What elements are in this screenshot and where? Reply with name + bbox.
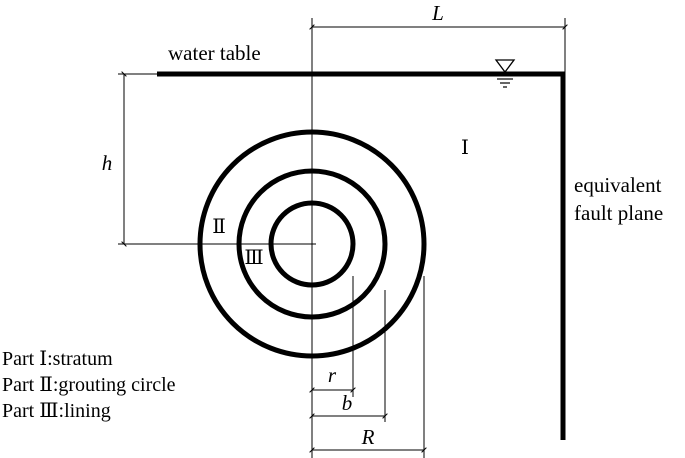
R-label: R <box>361 425 375 449</box>
b-label: b <box>342 391 353 415</box>
legend-item-part2: Part Ⅱ:grouting circle <box>2 372 176 398</box>
outer-grouting-circle <box>197 129 427 359</box>
region-3-label: Ⅲ <box>244 247 263 269</box>
legend-part-label: Part Ⅰ <box>2 348 48 370</box>
region-1-label: Ⅰ <box>461 137 469 159</box>
legend-item-part1: Part Ⅰ:stratum <box>2 346 176 372</box>
L-label: L <box>431 1 444 25</box>
r-label: r <box>328 363 337 387</box>
legend-part-desc: :lining <box>58 400 111 422</box>
legend-item-part3: Part Ⅲ:lining <box>2 398 176 424</box>
legend-part-desc: :stratum <box>47 348 113 370</box>
fault-plane-label-2: fault plane <box>574 201 663 225</box>
legend-part-desc: :grouting circle <box>52 374 176 396</box>
fault-plane-label-1: equivalent <box>574 173 662 197</box>
legend: Part Ⅰ:stratum Part Ⅱ:grouting circle Pa… <box>2 346 176 424</box>
legend-part-label: Part Ⅲ <box>2 400 59 422</box>
h-label: h <box>102 151 113 175</box>
lining-outer-circle <box>236 168 388 320</box>
lining-inner-circle <box>268 200 356 288</box>
region-2-label: Ⅱ <box>212 216 226 238</box>
water-table-label: water table <box>168 41 261 65</box>
legend-part-label: Part Ⅱ <box>2 374 53 396</box>
water-level-icon <box>494 59 516 88</box>
